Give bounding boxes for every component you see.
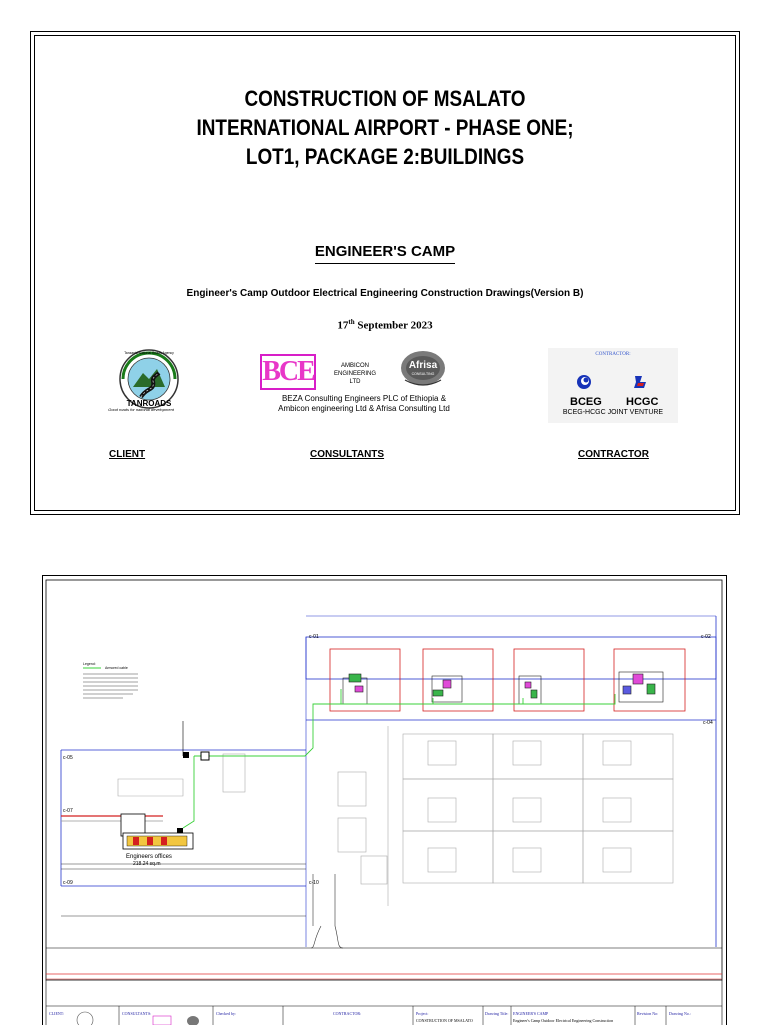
title-block-grid: [118, 1006, 667, 1025]
hcgc-logo-icon: [634, 376, 646, 388]
project-title: CONSTRUCTION OF MSALATO INTERNATIONAL AI…: [84, 84, 686, 171]
engineers-offices-building: [120, 813, 194, 850]
camp-subtitle: ENGINEER'S CAMP: [35, 243, 735, 264]
consultants-label: CONSULTANTS: [310, 449, 385, 460]
axis-label-c07: c-07: [63, 808, 73, 814]
svg-text:CONSULTING: CONSULTING: [412, 372, 435, 376]
contractor-bceg: BCEG: [570, 396, 602, 408]
tb-project-label: Project:: [416, 1011, 429, 1016]
bce-logo: BCE: [260, 354, 316, 390]
cover-sheet: CONSTRUCTION OF MSALATO INTERNATIONAL AI…: [30, 31, 740, 515]
svg-text:TANROADS: TANROADS: [127, 399, 172, 408]
tb-project-text: CONSTRUCTION OF MSALATO: [416, 1018, 473, 1023]
tb-drawing-subtitle: Engineer's Camp Outdoor Electrical Engin…: [513, 1018, 614, 1023]
contractor-box-label: CONTRACTOR:: [595, 352, 631, 357]
consultants-note: BEZA Consulting Engineers PLC of Ethiopi…: [278, 394, 450, 413]
tb-checked-label: Checked by:: [216, 1011, 237, 1016]
title-block-client-logo: [76, 1011, 94, 1025]
engineers-offices-label: Engineers offices: [126, 854, 172, 860]
svg-text:Afrisa: Afrisa: [409, 360, 438, 371]
axis-label-c05: c-05: [63, 755, 73, 761]
tb-revision-label: Revision No:: [637, 1011, 659, 1016]
site-plan-sheet: Legend: Armored cable Engineers offices …: [42, 575, 727, 1025]
house-1: [342, 673, 368, 705]
title-line-2: INTERNATIONAL AIRPORT - PHASE ONE;: [196, 115, 574, 140]
axis-label-c09: c-09: [63, 880, 73, 886]
house-3: [518, 675, 542, 705]
ambicon-logo-text: AMBICON ENGINEERING LTD: [333, 363, 376, 385]
issue-date: 17th September 2023: [337, 318, 433, 332]
tb-drawing-title: ENGINEER'S CAMP: [513, 1011, 549, 1016]
contractor-hcgc: HCGC: [626, 396, 659, 408]
house-4: [618, 671, 664, 703]
title-block-afrisa-logo: [187, 1016, 199, 1025]
title-line-3: LOT1, PACKAGE 2:BUILDINGS: [245, 144, 525, 169]
tb-consultants-label: CONSULTANTS:: [122, 1011, 152, 1016]
drawing-description: Engineer's Camp Outdoor Electrical Engin…: [186, 288, 584, 299]
tanroads-logo: TANROADS Tanzania National Roads Agency: [119, 349, 179, 409]
engineers-offices-area: 218.24 sq.m: [133, 861, 161, 867]
contractor-label: CONTRACTOR: [578, 449, 649, 460]
axis-label-c10: c-10: [309, 880, 319, 886]
legend-notes: [83, 667, 138, 699]
house-2: [431, 675, 463, 703]
future-houses: [117, 726, 674, 906]
title-line-1: CONSTRUCTION OF MSALATO: [244, 86, 526, 111]
svg-text:Tanzania National Roads Agency: Tanzania National Roads Agency: [124, 351, 174, 355]
axis-label-c02: c-02: [701, 634, 711, 640]
contractor-jv: BCEG-HCGC JOINT VENTURE: [562, 409, 664, 416]
site-plan-drawing: Legend: Armored cable Engineers offices …: [45, 579, 723, 1025]
cover-inner-border: CONSTRUCTION OF MSALATO INTERNATIONAL AI…: [34, 35, 736, 511]
tb-drawing-title-label: Drawing Title:: [485, 1011, 509, 1016]
axis-label-c04: c-04: [703, 720, 713, 726]
tb-client-label: CLIENT:: [49, 1011, 65, 1016]
axis-label-c01: c-01: [309, 634, 319, 640]
afrisa-logo: Afrisa CONSULTING: [401, 351, 445, 386]
contractor-logo-box: CONTRACTOR: BCEG HCGC BCEG-HCGC JOINT VE…: [548, 348, 678, 423]
client-tagline: Good roads for national development: [108, 407, 174, 412]
tb-contractor-label: CONTRACTOR:: [333, 1011, 362, 1016]
legend-armored-cable: Armored cable: [105, 666, 128, 670]
tb-drawing-no-label: Drawing No.:: [669, 1011, 691, 1016]
client-label: CLIENT: [109, 449, 146, 460]
title-block-bce-logo: [152, 1015, 172, 1025]
bceg-logo-icon: [577, 375, 591, 389]
legend-title: Legend:: [83, 662, 96, 666]
